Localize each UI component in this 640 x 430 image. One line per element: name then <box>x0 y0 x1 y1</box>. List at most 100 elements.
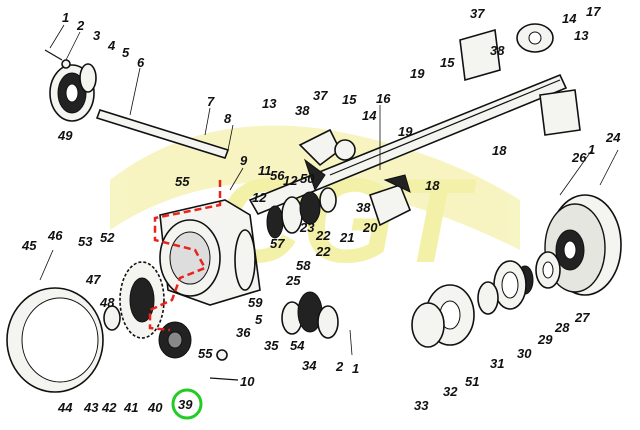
label-20: 20 <box>362 220 378 235</box>
label-25: 25 <box>285 273 301 288</box>
label-7: 7 <box>207 94 215 109</box>
label-6: 6 <box>137 55 145 70</box>
label-43: 43 <box>83 400 99 415</box>
label-38-top: 38 <box>295 103 310 118</box>
label-23: 23 <box>299 220 315 235</box>
label-49: 49 <box>57 128 73 143</box>
bolt-10 <box>209 377 239 381</box>
nut-55 <box>216 349 228 361</box>
label-29: 29 <box>537 332 553 347</box>
label-52: 52 <box>100 230 115 245</box>
label-2: 2 <box>76 18 85 33</box>
leader-lines <box>39 24 619 356</box>
label-30: 30 <box>517 346 532 361</box>
highlight-ring-39 <box>171 388 203 420</box>
label-19-top-right: 19 <box>410 66 425 81</box>
label-1: 1 <box>62 10 69 25</box>
label-36: 36 <box>236 325 251 340</box>
label-15-top: 15 <box>342 92 357 107</box>
label-47: 47 <box>85 272 101 287</box>
label-17: 17 <box>586 4 601 19</box>
label-44: 44 <box>57 400 73 415</box>
gear-set-bottom <box>281 291 339 339</box>
label-8: 8 <box>224 111 232 126</box>
label-14-mid: 14 <box>362 108 377 123</box>
bolts-top-left <box>44 49 97 93</box>
label-38-top-right: 38 <box>490 43 505 58</box>
main-axle <box>248 73 568 216</box>
label-51: 51 <box>465 374 479 389</box>
label-39: 39 <box>178 397 193 412</box>
gear-stack-12 <box>266 187 337 239</box>
label-19-mid: 19 <box>398 124 413 139</box>
seal-ring-31 <box>493 260 527 310</box>
label-22-b: 22 <box>315 244 331 259</box>
label-40: 40 <box>147 400 163 415</box>
label-12-mid: 12 <box>283 173 298 188</box>
label-18-right: 18 <box>492 143 507 158</box>
label-27: 27 <box>574 310 590 325</box>
label-37-top-right: 37 <box>470 6 485 21</box>
label-10: 10 <box>240 374 255 389</box>
label-45: 45 <box>21 238 37 253</box>
bracket-20 <box>368 174 412 227</box>
label-5: 5 <box>122 45 130 60</box>
label-2-bottom: 2 <box>335 359 344 374</box>
label-14-top-right: 14 <box>562 11 577 26</box>
gear-39[interactable] <box>158 321 192 359</box>
label-57-a: 57 <box>270 236 285 251</box>
bracket-assembly-top-right <box>459 23 581 136</box>
ring-gear-44 <box>6 287 104 393</box>
label-35: 35 <box>264 338 279 353</box>
label-46: 46 <box>47 228 63 243</box>
label-32: 32 <box>443 384 458 399</box>
bracket-38-upper <box>298 128 356 192</box>
label-37-top: 37 <box>313 88 328 103</box>
label-22-a: 22 <box>315 228 331 243</box>
label-59: 59 <box>248 295 263 310</box>
crown-gear-40 <box>119 261 165 339</box>
input-shaft <box>95 109 230 159</box>
label-21: 21 <box>339 230 354 245</box>
label-4: 4 <box>107 38 116 53</box>
label-5-mid: 5 <box>255 312 263 327</box>
brake-drum <box>544 194 622 296</box>
flange-32 <box>411 284 475 348</box>
label-15-top-right: 15 <box>440 55 455 70</box>
washer-42 <box>103 305 121 331</box>
label-1-bottom: 1 <box>352 361 359 376</box>
label-55-bottom: 55 <box>198 346 213 361</box>
label-42: 42 <box>101 400 117 415</box>
label-55-top: 55 <box>175 174 190 189</box>
label-50: 50 <box>300 171 315 186</box>
label-31: 31 <box>490 356 504 371</box>
label-58: 58 <box>296 258 311 273</box>
label-11: 11 <box>258 163 272 178</box>
label-24: 24 <box>605 130 621 145</box>
highlight-path <box>148 180 222 332</box>
label-34: 34 <box>302 358 317 373</box>
bearing-51 <box>477 281 499 315</box>
label-48: 48 <box>99 295 115 310</box>
label-13-top-right: 13 <box>574 28 589 43</box>
label-33: 33 <box>414 398 429 413</box>
label-12: 12 <box>252 190 267 205</box>
label-28: 28 <box>554 320 570 335</box>
label-54: 54 <box>290 338 305 353</box>
label-56: 56 <box>270 168 285 183</box>
label-38-mid: 38 <box>356 200 371 215</box>
hub-29 <box>535 251 561 289</box>
label-13-top: 13 <box>262 96 277 111</box>
part-labels: 1 2 3 4 5 6 49 7 8 9 11 55 12 13 38 37 1… <box>21 4 621 415</box>
label-9: 9 <box>240 153 248 168</box>
label-41: 41 <box>123 400 138 415</box>
hub-49 <box>49 64 95 122</box>
label-26: 26 <box>571 150 587 165</box>
gear-housing <box>159 199 261 306</box>
label-18-mid: 18 <box>425 178 440 193</box>
label-1-right: 1 <box>588 142 595 157</box>
label-16: 16 <box>376 91 391 106</box>
label-3: 3 <box>93 28 101 43</box>
